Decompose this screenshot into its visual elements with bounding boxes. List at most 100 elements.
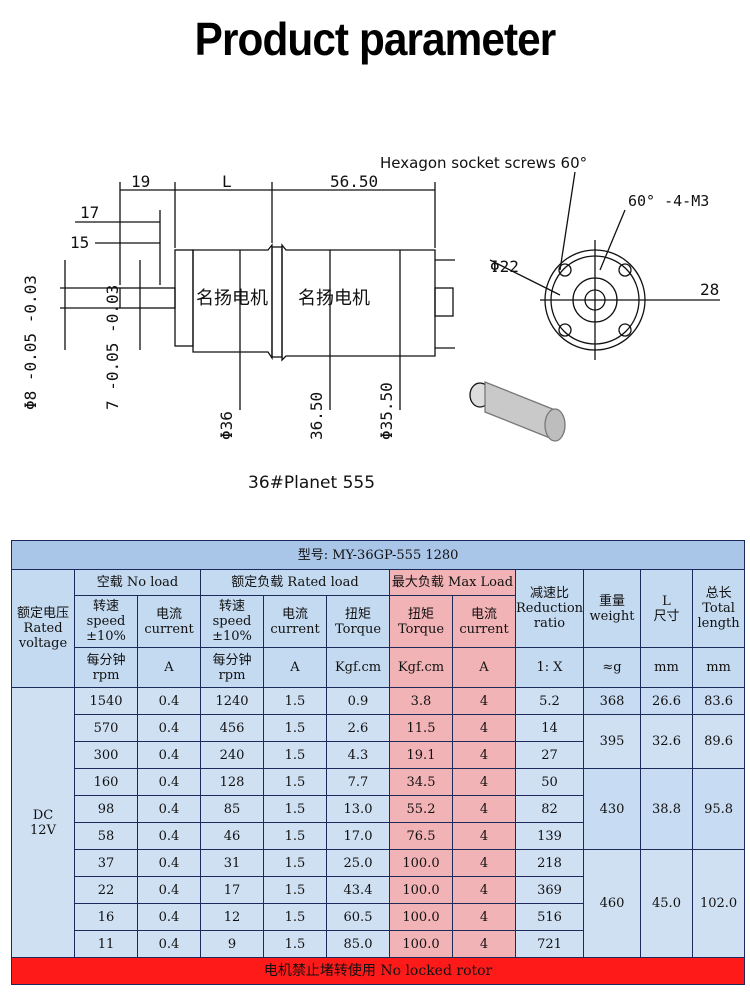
cell-ratio: 82 xyxy=(515,795,584,823)
cell-nl-speed: 11 xyxy=(74,930,138,958)
cell-r-speed: 240 xyxy=(200,741,264,769)
gearbox-body xyxy=(192,243,273,361)
cell-m-torque: 100.0 xyxy=(389,903,453,931)
group-max-load: 最大负载 Max Load xyxy=(389,569,516,596)
unit-l: mm xyxy=(640,647,693,688)
cell-m-torque: 55.2 xyxy=(389,795,453,823)
cell-weight: 368 xyxy=(583,687,641,715)
cell-m-current: 4 xyxy=(452,795,516,823)
cell-weight: 460 xyxy=(583,849,641,958)
cell-r-torque: 0.9 xyxy=(326,687,390,715)
dim-56-50: 56.50 xyxy=(330,172,378,191)
cell-nl-current: 0.4 xyxy=(137,687,201,715)
unit-m-current: A xyxy=(452,647,516,688)
motor-body xyxy=(281,243,436,362)
cell-r-current: 1.5 xyxy=(263,903,327,931)
unit-weight: ≈g xyxy=(583,647,641,688)
cell-r-torque: 60.5 xyxy=(326,903,390,931)
cell-m-torque: 11.5 xyxy=(389,714,453,742)
cell-total: 89.6 xyxy=(691,714,746,769)
group-rated-load: 额定负载 Rated load xyxy=(200,569,390,596)
dim-L: L xyxy=(222,172,232,191)
cell-nl-current: 0.4 xyxy=(137,822,201,850)
unit-r-current: A xyxy=(263,647,327,688)
cell-r-current: 1.5 xyxy=(263,687,327,715)
cell-nl-current: 0.4 xyxy=(137,876,201,904)
table-title: 型号: MY-36GP-555 1280 xyxy=(10,540,746,570)
technical-drawing: 19 L 56.50 17 15 名扬电机 名扬电机 Φ8 -0.05 -0.0… xyxy=(21,154,720,493)
cell-r-speed: 12 xyxy=(200,903,264,931)
cell-r-current: 1.5 xyxy=(263,822,327,850)
dim-shaft-flat: 7 -0.05 -0.03 xyxy=(103,285,122,410)
cell-nl-current: 0.4 xyxy=(137,768,201,796)
cell-m-current: 4 xyxy=(452,876,516,904)
gearbox-flange xyxy=(174,249,194,347)
cell-nl-speed: 98 xyxy=(74,795,138,823)
cell-m-current: 4 xyxy=(452,930,516,958)
cell-total: 83.6 xyxy=(691,687,746,715)
cell-r-current: 1.5 xyxy=(263,714,327,742)
cell-m-current: 4 xyxy=(452,822,516,850)
cell-r-current: 1.5 xyxy=(263,741,327,769)
cell-nl-current: 0.4 xyxy=(137,714,201,742)
page-title: Product parameter xyxy=(194,13,557,65)
cell-weight: 430 xyxy=(583,768,641,850)
cell-r-current: 1.5 xyxy=(263,849,327,877)
unit-nl-current: A xyxy=(137,647,201,688)
cell-nl-current: 0.4 xyxy=(137,930,201,958)
cell-m-current: 4 xyxy=(452,687,516,715)
cell-ratio: 50 xyxy=(515,768,584,796)
cell-r-current: 1.5 xyxy=(263,876,327,904)
cell-nl-speed: 37 xyxy=(74,849,138,877)
unit-total: mm xyxy=(691,647,746,688)
cell-r-current: 1.5 xyxy=(263,795,327,823)
cell-ratio: 139 xyxy=(515,822,584,850)
dim-dia-35-50: Φ35.50 xyxy=(377,382,396,440)
cell-l: 32.6 xyxy=(640,714,693,769)
cell-nl-current: 0.4 xyxy=(137,903,201,931)
unit-ratio: 1: X xyxy=(515,647,584,688)
cell-nl-current: 0.4 xyxy=(137,849,201,877)
motor-photo xyxy=(469,381,566,442)
cell-r-speed: 9 xyxy=(200,930,264,958)
cell-ratio: 369 xyxy=(515,876,584,904)
cell-r-torque: 17.0 xyxy=(326,822,390,850)
callout-text: Hexagon socket screws 60° xyxy=(380,154,587,172)
cell-m-torque: 76.5 xyxy=(389,822,453,850)
dim-dia-36: Φ36 xyxy=(217,411,236,440)
brand-text-1: 名扬电机 xyxy=(196,288,268,309)
cell-l: 45.0 xyxy=(640,849,693,958)
cell-r-torque: 85.0 xyxy=(326,930,390,958)
cell-r-torque: 25.0 xyxy=(326,849,390,877)
cell-m-current: 4 xyxy=(452,849,516,877)
cell-r-speed: 31 xyxy=(200,849,264,877)
dim-15: 15 xyxy=(70,233,89,252)
cell-nl-speed: 1540 xyxy=(74,687,138,715)
dim-19: 19 xyxy=(131,172,150,191)
cell-ratio: 14 xyxy=(515,714,584,742)
cell-m-torque: 100.0 xyxy=(389,930,453,958)
cell-nl-speed: 16 xyxy=(74,903,138,931)
dim-28: 28 xyxy=(700,280,719,299)
cell-m-current: 4 xyxy=(452,741,516,769)
cell-nl-speed: 570 xyxy=(74,714,138,742)
cell-nl-speed: 160 xyxy=(74,768,138,796)
cell-l: 26.6 xyxy=(640,687,693,715)
unit-r-torque: Kgf.cm xyxy=(326,647,390,688)
